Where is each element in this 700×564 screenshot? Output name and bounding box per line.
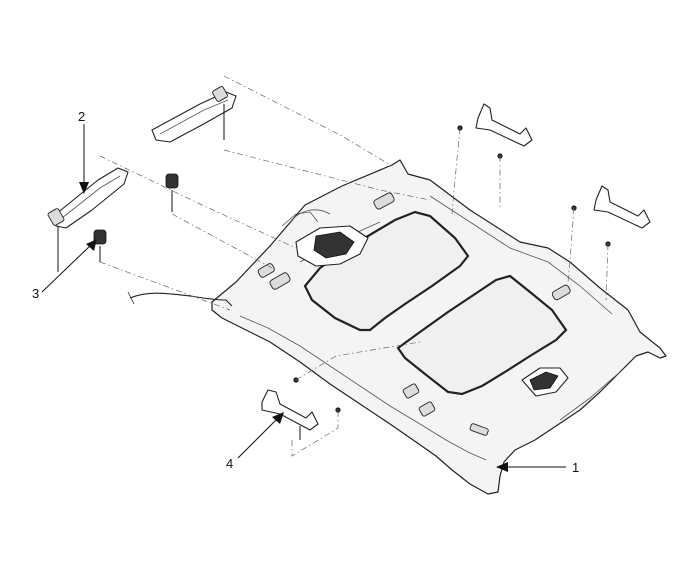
callout-3: 3 xyxy=(32,239,97,301)
rear-sunroof-opening xyxy=(396,274,568,396)
rear-map-lamp xyxy=(521,367,569,397)
sunvisor-left xyxy=(47,167,129,272)
callout-label-3: 3 xyxy=(32,286,39,301)
callout-1: 1 xyxy=(496,460,579,475)
rear-clip-pocket xyxy=(469,423,489,436)
sunvisor-retainer-left xyxy=(93,229,107,262)
wiring-harness xyxy=(129,292,233,307)
sunvisor-retainer-right xyxy=(165,173,179,212)
callout-label-2: 2 xyxy=(78,109,85,124)
assist-handle-bracket-left xyxy=(261,377,341,440)
callout-label-1: 1 xyxy=(572,460,579,475)
assist-handle-bracket-right-front xyxy=(457,103,533,159)
grab-handle-pocket-rear-left-2 xyxy=(418,401,436,417)
callout-label-4: 4 xyxy=(226,456,233,471)
grab-handle-pocket-front-left xyxy=(269,272,291,290)
assembly-center-lines xyxy=(99,75,609,457)
overhead-console xyxy=(281,209,369,267)
callout-4: 4 xyxy=(226,412,284,471)
sunvisor-right xyxy=(151,86,237,143)
grab-handle-pocket-front-right xyxy=(373,192,395,210)
assist-handle-bracket-right-rear xyxy=(571,185,651,247)
grab-handle-pocket-rear-right xyxy=(551,284,571,301)
callout-2: 2 xyxy=(78,109,89,194)
grab-handle-pocket-rear-left xyxy=(402,383,420,399)
